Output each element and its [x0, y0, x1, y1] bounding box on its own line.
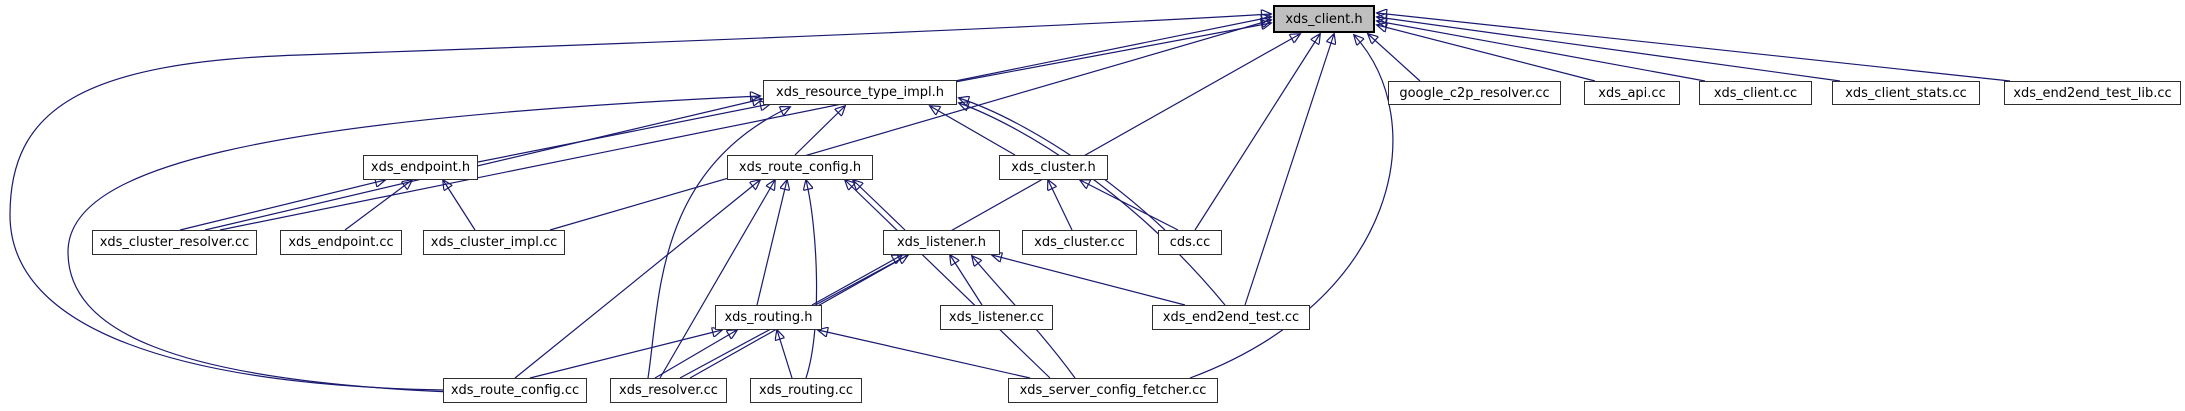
edge-xds-endpoint-h-to-xds-resource-type-impl-h	[477, 104, 770, 163]
edge-xds-route-config-cc-to-xds-route-config-h	[514, 180, 760, 379]
graph-node-xds-listener-h[interactable]: xds_listener.h	[883, 230, 1000, 255]
edge-xds-listener-h-to-xds-route-config-h	[853, 180, 906, 231]
edge-xds-routing-cc-to-xds-routing-h	[777, 330, 793, 379]
graph-node-xds-endpoint-cc[interactable]: xds_endpoint.cc	[280, 230, 402, 255]
edge-xds-route-config-cc-to-xds-client-h	[9, 14, 1271, 391]
graph-node-xds-end2end-test-lib-cc[interactable]: xds_end2end_test_lib.cc	[2004, 81, 2181, 105]
edge-xds-api-cc-to-xds-client-h	[1377, 25, 1596, 82]
edge-xds-server-config-fetcher-cc-to-xds-routing-h	[818, 330, 1031, 379]
edge-xds-cluster-impl-cc-to-xds-endpoint-h	[443, 180, 476, 231]
edge-xds-route-config-cc-to-xds-routing-h	[529, 330, 722, 379]
graph-node-xds-end2end-test-cc[interactable]: xds_end2end_test.cc	[1152, 305, 1310, 330]
edge-xds-cluster-resolver-cc-to-xds-resource-type-impl-h	[204, 99, 762, 231]
edge-xds-resource-type-impl-h-to-xds-client-h	[954, 23, 1271, 83]
graph-node-xds-client-cc[interactable]: xds_client.cc	[1699, 81, 1812, 105]
graph-node-xds-cluster-h[interactable]: xds_cluster.h	[999, 155, 1108, 180]
graph-node-xds-listener-cc[interactable]: xds_listener.cc	[940, 305, 1053, 330]
edge-cds-cc-to-xds-client-h	[1194, 34, 1320, 231]
edge-xds-client-cc-to-xds-client-h	[1377, 21, 1706, 82]
edge-xds-end2end-test-lib-cc-to-xds-client-h	[1377, 13, 2011, 82]
edge-xds-cluster-resolver-cc-to-xds-client-h	[219, 17, 1271, 231]
graph-node-xds-server-config-fetcher-cc[interactable]: xds_server_config_fetcher.cc	[1008, 378, 1218, 403]
graph-node-cds-cc[interactable]: cds.cc	[1158, 230, 1222, 255]
edge-xds-cluster-cc-to-xds-cluster-h	[1048, 180, 1073, 231]
edge-xds-cluster-resolver-cc-to-xds-endpoint-h	[179, 180, 385, 231]
graph-node-xds-routing-cc[interactable]: xds_routing.cc	[750, 378, 862, 403]
edge-xds-server-config-fetcher-cc-to-xds-client-h	[1189, 35, 1394, 379]
graph-node-xds-client-stats-cc[interactable]: xds_client_stats.cc	[1832, 81, 1980, 105]
edge-cds-cc-to-xds-cluster-h	[1080, 180, 1179, 231]
graph-node-xds-resolver-cc[interactable]: xds_resolver.cc	[610, 378, 727, 403]
edge-xds-end2end-test-cc-to-xds-client-h	[1244, 34, 1334, 306]
edge-cds-cc-to-xds-resource-type-impl-h	[959, 98, 1166, 231]
edge-xds-listener-cc-to-xds-listener-h	[950, 255, 983, 306]
graph-node-xds-endpoint-h[interactable]: xds_endpoint.h	[363, 155, 478, 180]
edge-google-c2p-resolver-cc-to-xds-client-h	[1368, 34, 1421, 82]
edge-xds-endpoint-cc-to-xds-endpoint-h	[344, 180, 412, 231]
graph-node-google-c2p-resolver-cc[interactable]: google_c2p_resolver.cc	[1388, 81, 1561, 105]
edge-xds-end2end-test-cc-to-xds-listener-h	[992, 255, 1186, 306]
edge-xds-cluster-impl-cc-to-xds-client-h	[549, 20, 1271, 231]
graph-node-xds-cluster-resolver-cc[interactable]: xds_cluster_resolver.cc	[92, 230, 257, 255]
edge-xds-route-config-cc-to-xds-resource-type-impl-h	[67, 96, 760, 393]
edge-xds-client-stats-cc-to-xds-client-h	[1377, 17, 1841, 82]
edge-xds-routing-cc-to-xds-route-config-h	[806, 180, 818, 379]
edge-xds-cluster-h-to-xds-resource-type-impl-h	[930, 106, 1016, 156]
edge-xds-resolver-cc-to-xds-route-config-h	[659, 180, 775, 379]
edge-xds-resolver-cc-to-xds-routing-h	[654, 330, 737, 379]
edge-xds-server-config-fetcher-cc-to-xds-route-config-h	[845, 180, 1051, 379]
graph-node-xds-api-cc[interactable]: xds_api.cc	[1584, 81, 1680, 105]
edge-xds-resolver-cc-to-xds-resource-type-impl-h	[647, 107, 790, 379]
edge-xds-route-config-h-to-xds-resource-type-impl-h	[794, 106, 845, 156]
edge-xds-routing-h-to-xds-listener-h	[811, 255, 902, 306]
graph-node-xds-client-h[interactable]: xds_client.h	[1273, 5, 1375, 33]
graph-node-xds-resource-type-impl-h[interactable]: xds_resource_type_impl.h	[763, 80, 957, 105]
graph-node-xds-cluster-impl-cc[interactable]: xds_cluster_impl.cc	[423, 230, 565, 255]
graph-node-xds-cluster-cc[interactable]: xds_cluster.cc	[1022, 230, 1137, 255]
graph-node-xds-route-config-h[interactable]: xds_route_config.h	[727, 155, 873, 180]
graph-node-xds-route-config-cc[interactable]: xds_route_config.cc	[443, 378, 587, 403]
graph-node-xds-routing-h[interactable]: xds_routing.h	[715, 305, 822, 330]
edge-xds-routing-h-to-xds-route-config-h	[756, 180, 787, 306]
